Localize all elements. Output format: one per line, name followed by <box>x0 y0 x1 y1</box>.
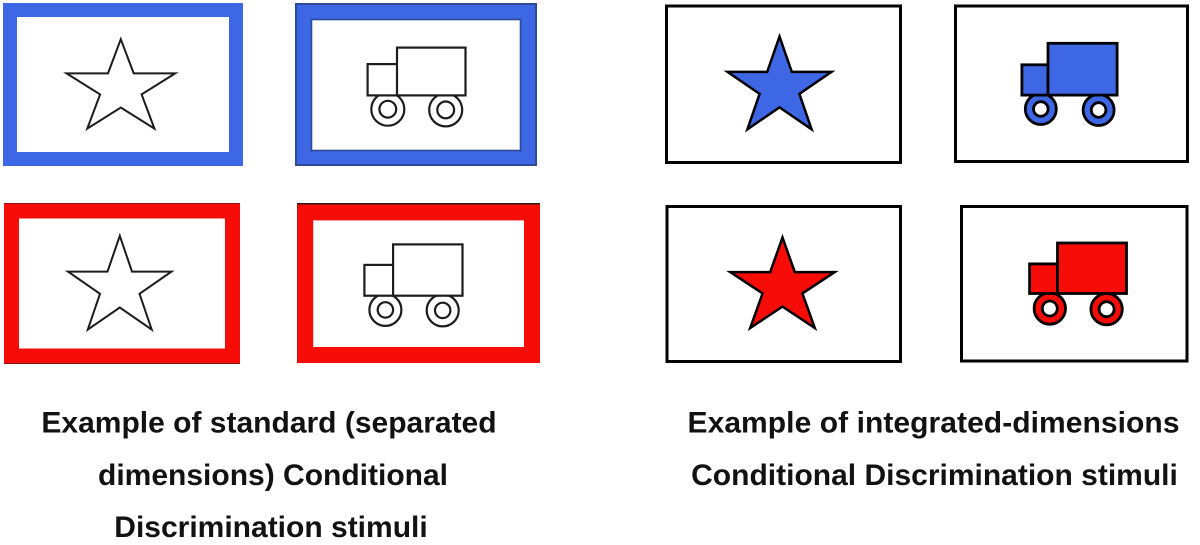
svg-text:Example of integrated-dimensio: Example of integrated-dimensions <box>688 407 1180 440</box>
svg-text:Example of standard (separated: Example of standard (separated <box>41 407 496 440</box>
svg-text:Conditional Discrimination sti: Conditional Discrimination stimuli <box>691 459 1178 492</box>
svg-text:dimensions) Conditional: dimensions) Conditional <box>98 459 448 492</box>
svg-text:Discrimination stimuli: Discrimination stimuli <box>114 511 427 544</box>
